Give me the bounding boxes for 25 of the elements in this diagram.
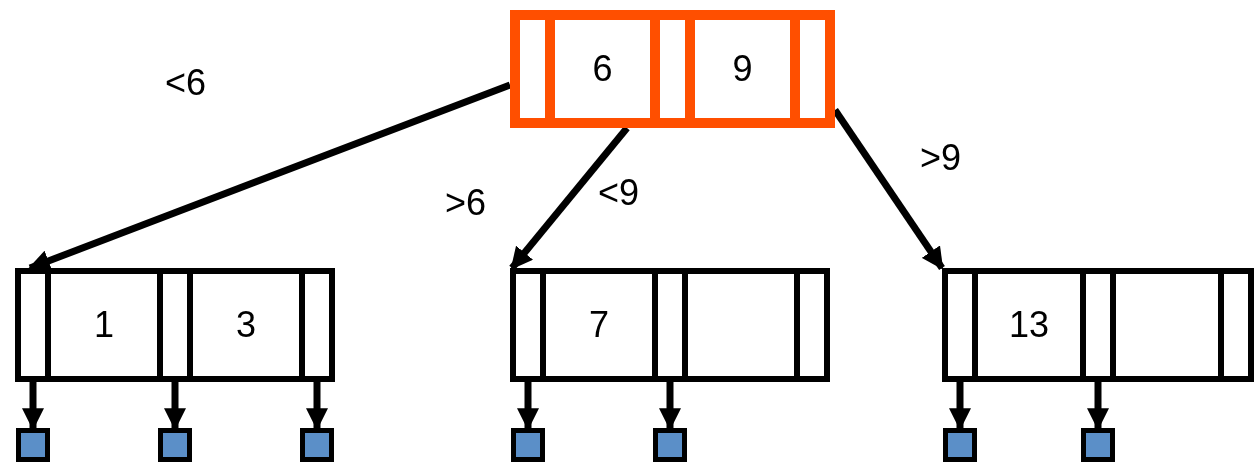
btree-node <box>15 268 335 382</box>
btree-node <box>510 10 835 128</box>
arrow <box>832 108 945 270</box>
btree-node <box>510 268 830 382</box>
key-cell <box>1110 274 1224 376</box>
key-cell: 13 <box>972 274 1086 376</box>
key-cell: 6 <box>545 20 660 118</box>
pointer-square <box>158 428 192 462</box>
key-cell: 7 <box>540 274 658 376</box>
pointer-square <box>653 428 687 462</box>
branch-condition-label: >9 <box>920 140 962 176</box>
pointer-square <box>16 428 50 462</box>
pointer-square <box>1081 428 1115 462</box>
pointer-square <box>300 428 334 462</box>
branch-condition-label: <9 <box>598 175 640 211</box>
pointer-square <box>511 428 545 462</box>
branch-condition-label: >6 <box>445 185 487 221</box>
pointer-square <box>943 428 977 462</box>
key-cell <box>682 274 800 376</box>
key-cell: 9 <box>685 20 800 118</box>
key-cell: 3 <box>187 274 305 376</box>
arrow <box>509 125 630 271</box>
branch-condition-label: <6 <box>165 65 207 101</box>
btree-node <box>942 268 1254 382</box>
key-cell: 1 <box>45 274 163 376</box>
